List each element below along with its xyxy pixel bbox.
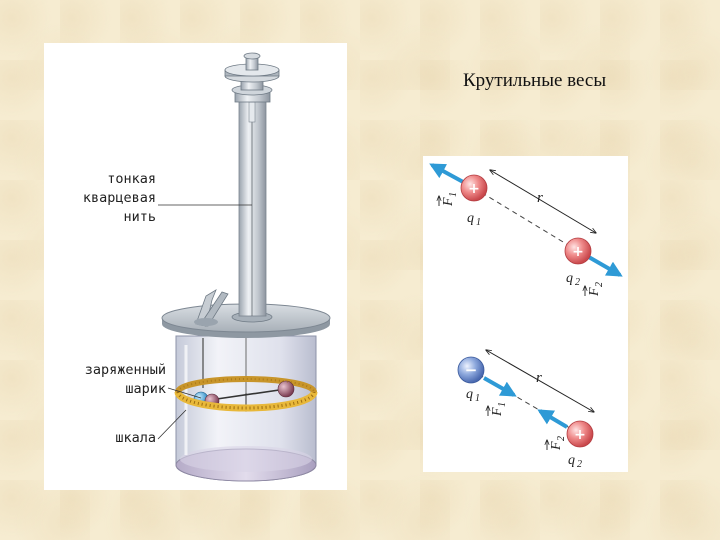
charge-q1-top [460, 174, 488, 202]
f2-text-bottom: F [549, 441, 564, 451]
q1-label-bottom: q [466, 387, 473, 402]
pointer-scale [157, 409, 187, 440]
force-arrow-f1-bottom [483, 376, 517, 397]
slide-title: Крутильные весы [463, 70, 607, 91]
charge-q2-bottom [566, 420, 594, 448]
torsion-balance-apparatus [157, 52, 331, 482]
label-thread-line1: тонкая [107, 171, 156, 187]
charge-sign-q1-top: + [468, 181, 480, 197]
label-thread-line3: нить [123, 209, 156, 225]
vertical-tube [238, 99, 267, 317]
f1-label-top: F 1 [439, 192, 459, 207]
label-scale: шкала [115, 430, 156, 446]
distance-arrow-bottom [486, 350, 594, 412]
opposite-charges-diagram: − + r q 1 q 2 F 1 F 2 [457, 350, 594, 470]
label-ball-line2: шарик [125, 381, 166, 397]
f2-sub-bottom: 2 [556, 436, 567, 441]
rocker-arm [209, 388, 287, 401]
force-arrow-f2-bottom [537, 409, 569, 429]
like-charges-diagram: + + r q 1 q 2 F 1 F 2 [429, 163, 623, 297]
torsion-head [224, 52, 280, 103]
scale-ticks [176, 391, 316, 410]
f2-label-top: F 2 [585, 282, 605, 297]
charge-q2-top [564, 237, 592, 265]
f1-text-top: F [441, 197, 456, 207]
charge-sign-q1-bottom: − [465, 361, 478, 379]
charge-sign-q2-top: + [572, 244, 584, 260]
label-ball-line1: заряженный [84, 362, 166, 378]
dashed-line-top [473, 187, 579, 252]
label-charged-ball: заряженный шарик [50, 361, 166, 399]
label-thread-line2: кварцевая [82, 190, 156, 206]
f2-sub-top: 2 [594, 282, 605, 287]
charge-sign-q2-bottom: + [574, 427, 586, 443]
distance-arrow-top [490, 170, 596, 233]
q1-sub-top: 1 [476, 217, 481, 228]
f2-label-bottom: F 2 [547, 436, 567, 451]
f1-text-bottom: F [490, 407, 505, 417]
q1-sub-bottom: 1 [475, 393, 480, 404]
q2-label-bottom: q [568, 453, 575, 468]
f1-sub-top: 1 [448, 192, 459, 197]
q2-label-top: q [566, 271, 573, 286]
q2-sub-bottom: 2 [577, 459, 582, 470]
f2-text-top: F [587, 287, 602, 297]
label-thin-quartz-thread: тонкая кварцевая нить [50, 170, 156, 227]
f1-label-bottom: F 1 [488, 402, 508, 417]
force-arrow-f2-top [586, 254, 623, 277]
distance-label-top: r [537, 190, 543, 206]
q1-label-top: q [467, 211, 474, 226]
q2-sub-top: 2 [575, 277, 580, 288]
f1-sub-bottom: 1 [497, 402, 508, 407]
pointer-ball [167, 387, 202, 399]
charge-q1-bottom [457, 356, 485, 384]
force-arrow-f1-top [429, 163, 466, 185]
moving-ball [277, 380, 295, 398]
distance-label-bottom: r [536, 370, 542, 386]
clamp-lever [194, 289, 229, 327]
